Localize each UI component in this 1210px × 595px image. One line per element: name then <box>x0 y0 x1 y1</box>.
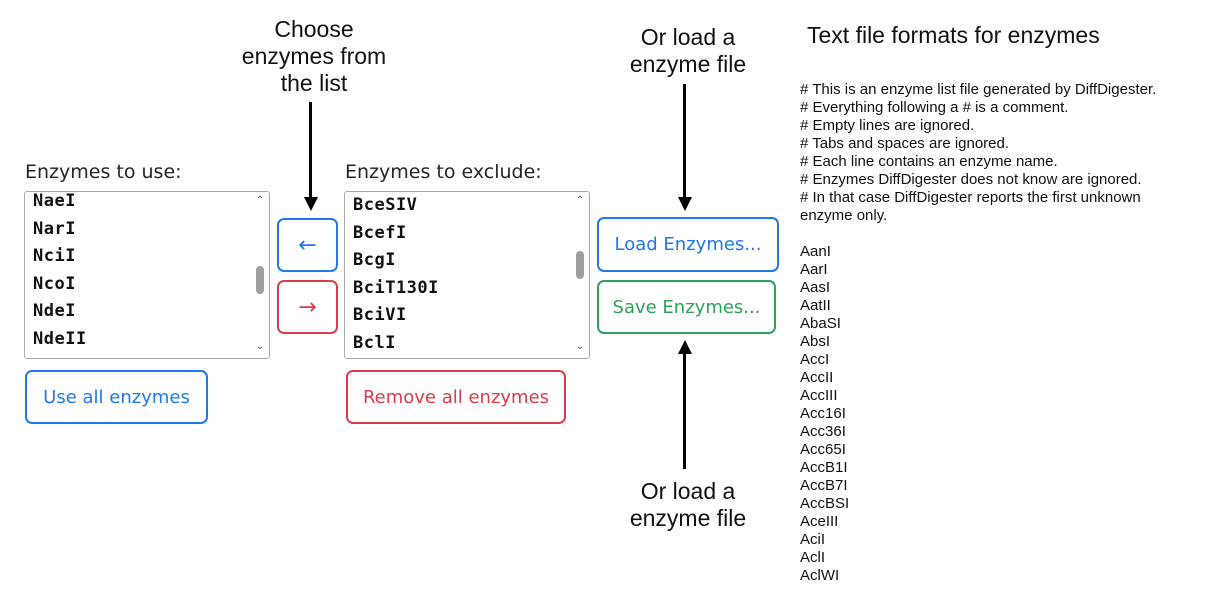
format-comment-line: # Everything following a # is a comment. <box>800 99 1069 116</box>
format-enzyme-line: Acc65I <box>800 441 846 458</box>
format-enzyme-line: AatII <box>800 297 831 314</box>
save-enzymes-button[interactable]: Save Enzymes... <box>597 280 776 334</box>
format-comments: # This is an enzyme list file generated … <box>800 81 1156 225</box>
list-item[interactable]: BcgI <box>353 250 396 270</box>
list-item[interactable]: BciVI <box>353 305 407 325</box>
format-comment-line: # Enzymes DiffDigester does not know are… <box>800 171 1142 188</box>
arrow-right-icon: → <box>298 294 317 320</box>
list-item[interactable]: NciI <box>33 246 76 266</box>
format-enzyme-line: AasI <box>800 279 831 296</box>
exclude-enzymes-items: BceSIV BcefI BcgI BciT130I BciVI BclI <box>353 192 439 357</box>
exclude-scrollbar[interactable]: ⌃ ⌄ <box>571 192 589 358</box>
move-to-use-button[interactable]: ← <box>277 218 338 272</box>
choose-callout-line: Choose <box>274 16 354 42</box>
format-enzyme-line: AclWI <box>800 567 840 584</box>
exclude-panel-label: Enzymes to exclude: <box>345 161 542 183</box>
choose-callout-line: enzymes from <box>241 43 387 69</box>
scroll-up-icon[interactable]: ⌃ <box>575 195 585 206</box>
use-enzymes-items: NaeI NarI NciI NcoI NdeI NdeII <box>33 191 87 353</box>
load-arrow-head <box>677 197 692 211</box>
format-enzyme-line: AccI <box>800 351 830 368</box>
list-item[interactable]: NaeI <box>33 191 76 211</box>
format-enzyme-line: AclI <box>800 549 826 566</box>
exclude-enzymes-listbox[interactable]: BceSIV BcefI BcgI BciT130I BciVI BclI ⌃ … <box>344 191 590 359</box>
format-comment-line: # In that case DiffDigester reports the … <box>800 189 1141 206</box>
load-callout-line: enzyme file <box>629 505 747 531</box>
arrow-left-icon: ← <box>298 232 317 258</box>
use-scrollbar[interactable]: ⌃ ⌄ <box>251 192 269 358</box>
use-all-enzymes-button[interactable]: Use all enzymes <box>25 370 208 424</box>
format-enzyme-line: AbsI <box>800 333 831 350</box>
format-enzyme-line: AccIII <box>800 387 838 404</box>
save-arrow-shaft <box>683 353 686 469</box>
load-enzymes-button[interactable]: Load Enzymes... <box>597 217 779 272</box>
load-callout-line: Or load a <box>640 24 736 50</box>
scroll-up-icon[interactable]: ⌃ <box>255 195 265 206</box>
format-enzyme-line: AarI <box>800 261 828 278</box>
use-enzymes-listbox[interactable]: NaeI NarI NciI NcoI NdeI NdeII ⌃ ⌄ <box>24 191 270 359</box>
exclude-scroll-thumb[interactable] <box>576 250 584 279</box>
list-item[interactable]: BcefI <box>353 222 407 243</box>
format-title: Text file formats for enzymes <box>807 22 1100 48</box>
choose-callout-line: the list <box>280 70 348 96</box>
list-item[interactable]: NdeI <box>33 301 76 321</box>
list-item[interactable]: NarI <box>33 218 76 239</box>
format-enzyme-line: AccII <box>800 369 834 386</box>
load-arrow-shaft <box>683 84 686 198</box>
format-enzyme-line: AccB7I <box>800 477 848 494</box>
format-enzyme-line: AceIII <box>800 513 839 530</box>
load-callout-top: Or load a enzyme file <box>593 24 783 78</box>
format-enzyme-line: AccBSI <box>800 495 850 512</box>
move-to-exclude-button[interactable]: → <box>277 280 338 334</box>
format-enzyme-line: AciI <box>800 531 826 548</box>
format-enzyme-line: AbaSI <box>800 315 841 332</box>
list-item[interactable]: NdeII <box>33 328 87 349</box>
format-enzyme-line: AanI <box>800 243 831 260</box>
choose-callout: Choose enzymes from the list <box>219 16 409 97</box>
load-callout-line: enzyme file <box>629 51 747 77</box>
format-comment-line: # Empty lines are ignored. <box>800 117 975 134</box>
format-enzyme-line: Acc16I <box>800 405 846 422</box>
scroll-down-icon[interactable]: ⌄ <box>255 341 265 352</box>
format-comment-line: enzyme only. <box>800 207 888 224</box>
save-arrow-head <box>677 340 692 354</box>
use-scroll-thumb[interactable] <box>256 266 264 295</box>
choose-arrow-shaft <box>309 102 312 198</box>
list-item[interactable]: BciT130I <box>353 277 439 298</box>
format-enzyme-line: Acc36I <box>800 423 846 440</box>
list-item[interactable]: BceSIV <box>353 195 418 215</box>
list-item[interactable]: NcoI <box>33 273 76 294</box>
format-comment-line: # This is an enzyme list file generated … <box>800 81 1157 98</box>
list-item[interactable]: BclI <box>353 332 396 353</box>
scroll-down-icon[interactable]: ⌄ <box>575 341 585 352</box>
remove-all-enzymes-button[interactable]: Remove all enzymes <box>346 370 566 424</box>
choose-arrow-head <box>303 197 318 211</box>
format-example: # This is an enzyme list file generated … <box>800 81 1156 585</box>
format-comment-line: # Each line contains an enzyme name. <box>800 153 1058 170</box>
format-spacer <box>800 225 1156 243</box>
format-comment-line: # Tabs and spaces are ignored. <box>800 135 1010 152</box>
load-callout-bottom: Or load a enzyme file <box>593 478 783 532</box>
load-callout-line: Or load a <box>640 478 736 504</box>
use-panel-label: Enzymes to use: <box>25 161 182 183</box>
format-enzyme-line: AccB1I <box>800 459 848 476</box>
